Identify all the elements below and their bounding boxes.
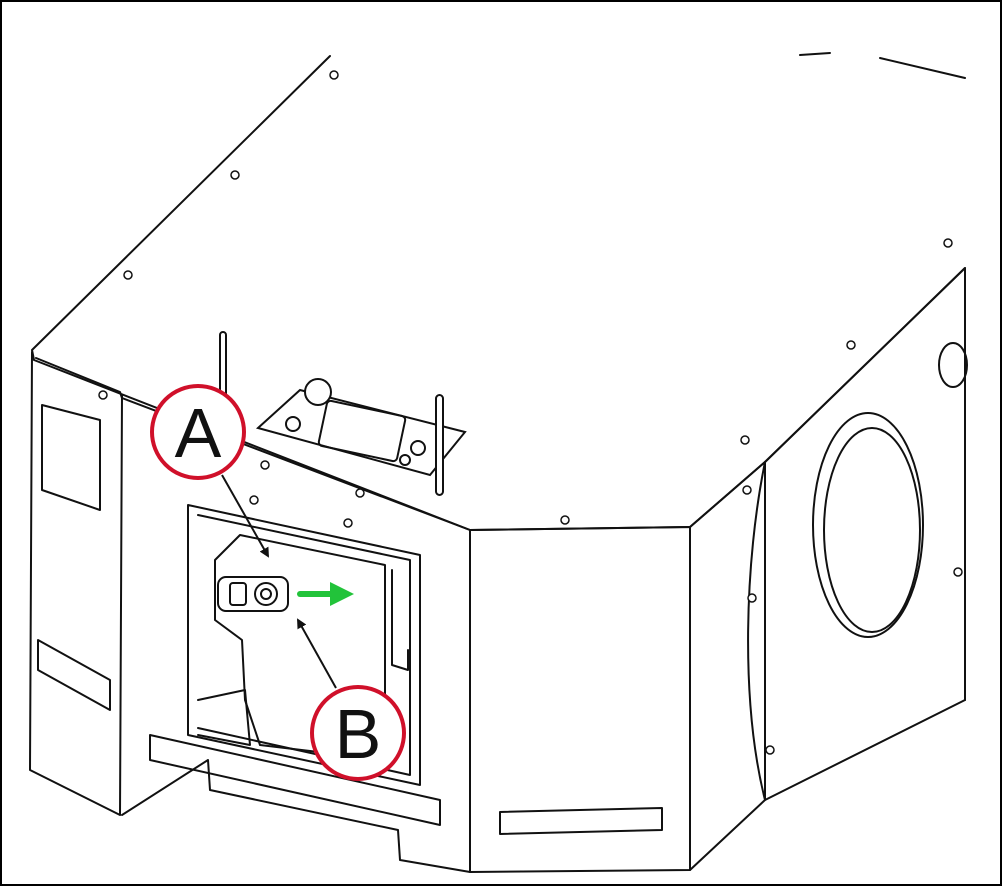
front-corner-vent <box>499 807 663 835</box>
latch-knob-icon <box>217 576 289 612</box>
battery-bay-inner-frame <box>197 514 411 776</box>
left-side-vent <box>41 404 101 511</box>
battery-bay-bottom-plate <box>197 689 251 746</box>
front-panel <box>121 397 471 873</box>
callout-b-label: B <box>335 695 382 773</box>
callout-a: A <box>150 384 246 480</box>
right-side-panel <box>689 461 766 871</box>
right-side-hood <box>747 461 966 801</box>
left-side-strip <box>37 639 111 711</box>
battery-bay-opening <box>187 504 421 786</box>
top-surface-screws <box>98 70 953 525</box>
callout-b-leader <box>297 618 337 689</box>
callout-a-label: A <box>175 394 222 472</box>
panel-screws <box>249 485 963 755</box>
battery-door-rail <box>391 569 409 671</box>
motion-arrow-icon <box>297 582 354 606</box>
right-side-body <box>764 267 966 701</box>
callout-b: B <box>310 685 406 781</box>
left-side-panel <box>29 351 123 816</box>
chassis-rear-edge-2 <box>879 57 966 79</box>
control-panel <box>255 378 467 477</box>
callout-a-leader <box>221 474 269 558</box>
drive-wheel <box>812 412 924 638</box>
display-screen-icon <box>317 399 407 463</box>
chassis-rear-edge <box>799 52 831 56</box>
front-corner-panel <box>469 526 691 873</box>
right-side-sensor <box>938 342 968 388</box>
emergency-stop-button-icon <box>304 378 332 406</box>
